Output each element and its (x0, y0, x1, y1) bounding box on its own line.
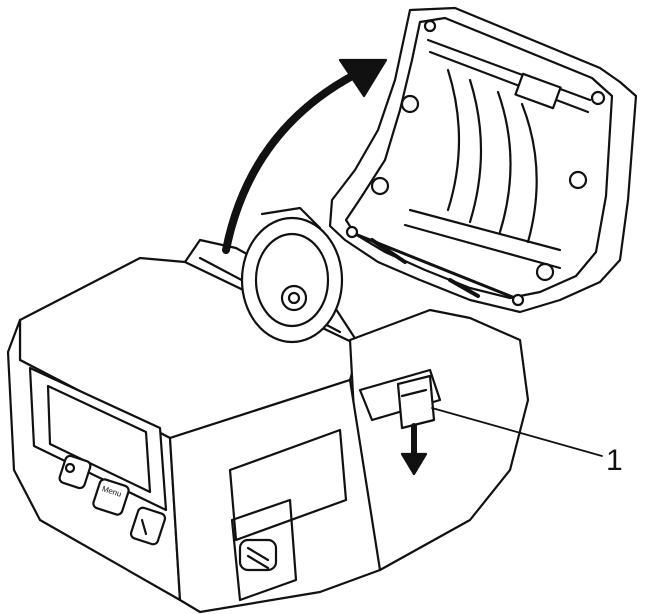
power-button[interactable] (58, 454, 92, 490)
paper-roll-spool (240, 206, 344, 344)
callout-leader-line (431, 407, 603, 457)
open-cover (328, 6, 638, 314)
release-down-arrow (400, 423, 428, 476)
cover-release-lever[interactable] (396, 374, 436, 430)
feed-button[interactable] (129, 506, 167, 546)
callout-number: 1 (606, 444, 623, 477)
cover-open-arrow (222, 58, 388, 254)
printer-body: Menu (6, 206, 530, 614)
display-panel (28, 366, 168, 512)
menu-button[interactable]: Menu (92, 478, 130, 516)
